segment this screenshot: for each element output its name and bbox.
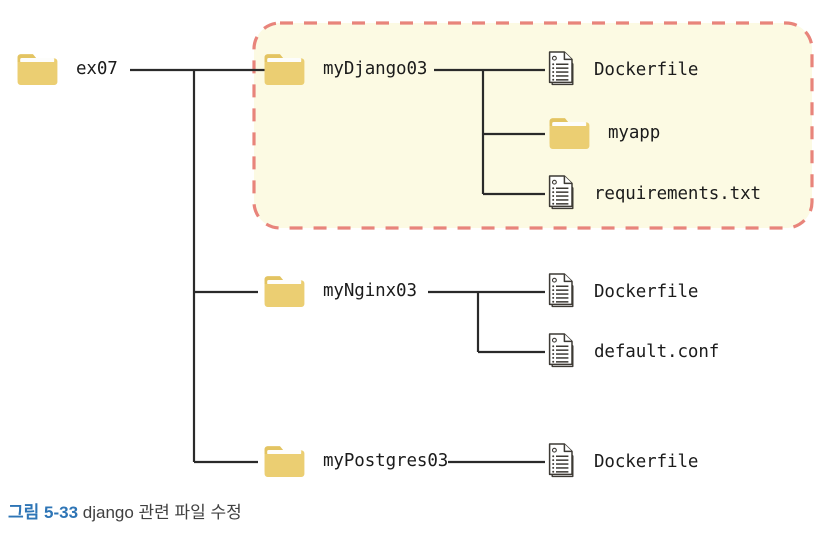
folder-icon [263,443,305,481]
figure-number: 그림 5-33 [8,503,79,522]
node-label-ex07: ex07 [76,59,118,80]
folder-icon [548,115,590,153]
node-label-dockerfile: Dockerfile [594,282,699,303]
node-ex07[interactable]: ex07 [16,51,118,89]
file-icon [548,442,578,484]
node-label-dockerfile: Dockerfile [594,452,699,473]
node-label-mynginx03: myNginx03 [323,281,417,302]
folder-icon [16,51,58,89]
node-label-mypostgres03: myPostgres03 [323,451,449,472]
node-mypostgres03[interactable]: myPostgres03 [263,443,448,481]
node-mynginx03-defaultconf[interactable]: default.conf [548,332,719,374]
figure-caption-text: django 관련 파일 수정 [82,503,242,522]
file-icon [548,272,578,314]
node-mynginx03-dockerfile[interactable]: Dockerfile [548,272,698,314]
node-mydjango03[interactable]: myDjango03 [263,51,427,89]
node-label-requirements-txt: requirements.txt [594,184,761,205]
folder-icon [263,273,305,311]
file-icon [548,50,578,92]
figure-caption: 그림 5-33 django 관련 파일 수정 [8,503,242,523]
node-label-mydjango03: myDjango03 [323,59,428,80]
node-mydjango03-dockerfile[interactable]: Dockerfile [548,50,698,92]
node-mypostgres03-dockerfile[interactable]: Dockerfile [548,442,698,484]
node-label-myapp: myapp [608,123,661,144]
node-mydjango03-myapp[interactable]: myapp [548,115,660,153]
file-icon [548,332,578,374]
file-icon [548,174,578,216]
folder-icon [263,51,305,89]
node-mydjango03-requirements[interactable]: requirements.txt [548,174,761,216]
node-label-dockerfile: Dockerfile [594,60,699,81]
node-label-default-conf: default.conf [594,342,720,363]
node-mynginx03[interactable]: myNginx03 [263,273,417,311]
